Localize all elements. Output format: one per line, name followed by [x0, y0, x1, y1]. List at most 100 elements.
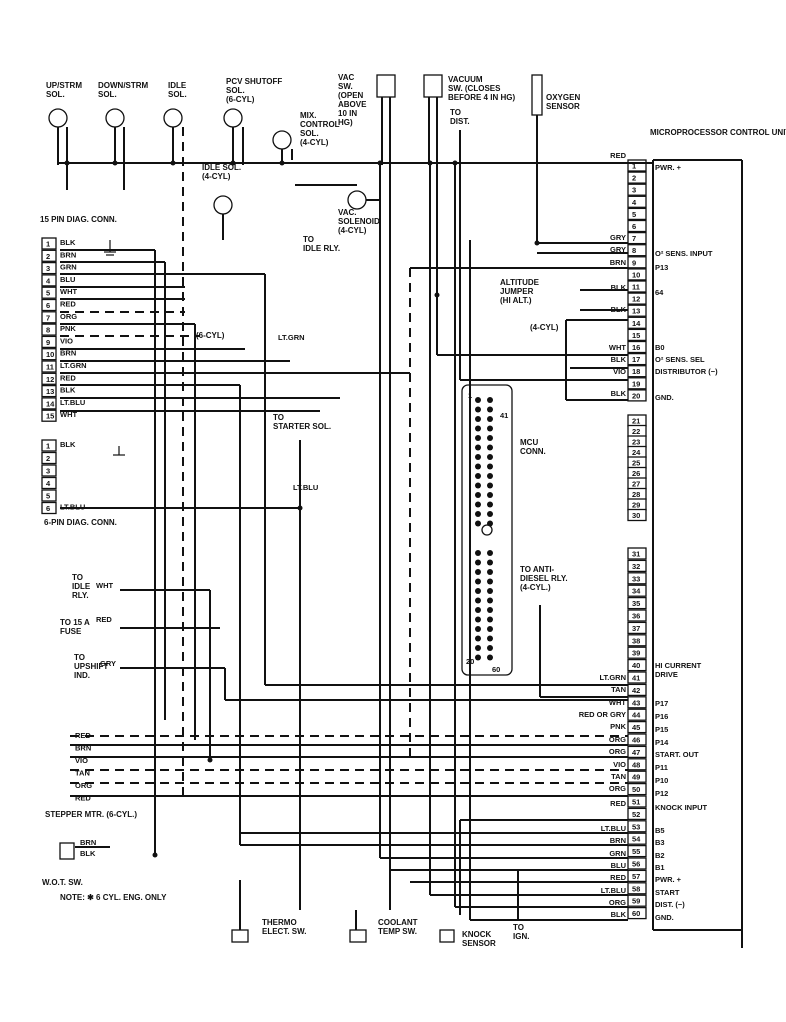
mcu-pin-number: 34: [632, 587, 641, 596]
connector-pin-dot: [475, 520, 481, 527]
harness-wires: [60, 130, 628, 921]
diag6-pin-number: 3: [46, 467, 50, 476]
mcu-pin-number: 56: [632, 860, 640, 869]
mcu-pin-number: 51: [632, 798, 640, 807]
mcu-pin-number: 37: [632, 624, 640, 633]
diag15-pin-number: 3: [46, 264, 50, 273]
mcu-pin: [627, 696, 647, 709]
mcu-pin: [627, 256, 647, 269]
wire-color-label: WHT: [609, 343, 626, 352]
connector-pin-dot: [487, 397, 493, 403]
mcu-pin: [627, 609, 647, 622]
mcu-pin: [627, 869, 647, 883]
diag15-pin-number: 2: [46, 252, 50, 261]
connector-pin-dot: [487, 550, 493, 556]
diag6-pin-number: 4: [46, 479, 51, 488]
stepper-wire: RED: [75, 731, 91, 740]
downstrm-label: DOWN/STRM: [98, 81, 149, 90]
to-starter-label: STARTER SOL.: [273, 422, 331, 431]
connector-pin-dot: [475, 435, 481, 441]
mcu-pin-number: 54: [632, 835, 641, 844]
diag6-pin-number: 5: [46, 492, 50, 501]
mcu-signal-dist: DISTRIBUTOR (−): [655, 367, 718, 376]
to-starter-label: TO: [273, 413, 284, 422]
connector-pin-dot: [475, 578, 481, 585]
vacsw-label: SW.: [338, 82, 353, 91]
connector-pin-dot: [487, 607, 493, 613]
diag6-wire-label: BLK: [60, 440, 76, 449]
connector-pin-dot: [487, 588, 493, 594]
upstrm-solenoid: [48, 108, 68, 190]
diag15-pin-number: 15: [46, 412, 54, 421]
wire-color-label: ORG: [609, 784, 626, 793]
diag15-pin-number: 13: [46, 387, 54, 396]
mcu-pin-number: 43: [632, 698, 640, 707]
mcu-pin-number: 32: [632, 562, 640, 571]
vacsol-label: SOLENOID: [338, 217, 380, 226]
diag15-title: 15 PIN DIAG. CONN.: [40, 215, 117, 224]
mcu-pin-number: 45: [632, 723, 640, 732]
diag15-wire-label: BLU: [60, 275, 75, 284]
mcu-pin-number: 24: [632, 448, 641, 457]
diag15-wire-label: PNK: [60, 324, 76, 333]
mcu-signal-o2sel: O² SENS. SEL: [655, 355, 705, 364]
wire-color-label: BLU: [611, 861, 626, 870]
mcu-block: MICROPROCESSOR CONTROL UNIT: [650, 128, 786, 948]
todist-label: TO: [450, 108, 461, 117]
idle-label: SOL.: [168, 90, 187, 99]
mcu-signal-p11: P11: [655, 763, 668, 772]
mcu-pin: [627, 596, 647, 610]
upstrm-label: UP/STRM: [46, 81, 82, 90]
wire-color-label: ORG: [609, 898, 626, 907]
mcu-pin: [627, 183, 647, 196]
diag15-pin: [41, 261, 57, 275]
diag15-wire-label: BLK: [60, 386, 76, 395]
conn-pin-1: 1: [468, 391, 472, 400]
diag15-pin-number: 14: [46, 399, 55, 408]
diag15-pin-number: 7: [46, 313, 50, 322]
diag15-wire-label: RED: [60, 300, 76, 309]
diag15-pin: [41, 311, 57, 324]
diag15-pin-number: 4: [46, 276, 51, 285]
wire-color-label: RED: [610, 151, 626, 160]
diag6-title: 6-PIN DIAG. CONN.: [44, 518, 117, 527]
mcu-pin: [627, 328, 647, 342]
mcu-pin-number: 11: [632, 283, 640, 292]
wire-color-label: VIO: [613, 760, 626, 769]
todist-label: DIST.: [450, 117, 470, 126]
connector-pin-dot: [475, 473, 481, 479]
mcu-wire-labels: REDGRYGRYBRNBLKBLKWHTBLKVIOBLKLT.GRNTANW…: [579, 151, 627, 919]
mcu-pin-number: 28: [632, 490, 640, 499]
vacsw-label: HG): [338, 118, 353, 127]
mcu-pin: [627, 708, 647, 721]
mcu-pin-number: 42: [632, 686, 640, 695]
altitude-jumper-label: (HI ALT.): [500, 296, 532, 305]
connector-pin-dot: [475, 482, 481, 489]
mcu-pin-number: 23: [632, 438, 640, 447]
wire-color-label: GRY: [610, 233, 626, 242]
connector-pin-dot: [487, 444, 493, 451]
six-cyl-label: (6-CYL): [196, 331, 225, 340]
mcu-signal-b2: B2: [655, 851, 665, 860]
pcv-solenoid: [223, 108, 244, 165]
mcu-pin-number: 35: [632, 599, 640, 608]
mcu-pin: [627, 389, 647, 402]
diag15-pin-number: 12: [46, 375, 54, 384]
diag15-wire-label: ORG: [60, 312, 77, 321]
connector-pin-dot: [487, 616, 493, 623]
diag15-wire-label: LT.GRN: [60, 361, 87, 370]
fuse-wire: RED: [96, 615, 112, 624]
toidlerly-top-label: TO: [303, 235, 314, 244]
mcu-pin: [627, 365, 647, 378]
wire-color-label: PNK: [610, 722, 626, 731]
connector-pin-dot: [475, 550, 481, 556]
diag15-wire-label: LT.BLU: [60, 398, 85, 407]
diag15-wire-label: GRN: [60, 263, 77, 272]
to-15a-fuse-label: FUSE: [60, 627, 82, 636]
wot-switch: [59, 842, 75, 860]
idle-solenoid: [163, 108, 184, 800]
upshift-wire: GRY: [100, 659, 116, 668]
mcu-pin-number: 39: [632, 649, 640, 658]
